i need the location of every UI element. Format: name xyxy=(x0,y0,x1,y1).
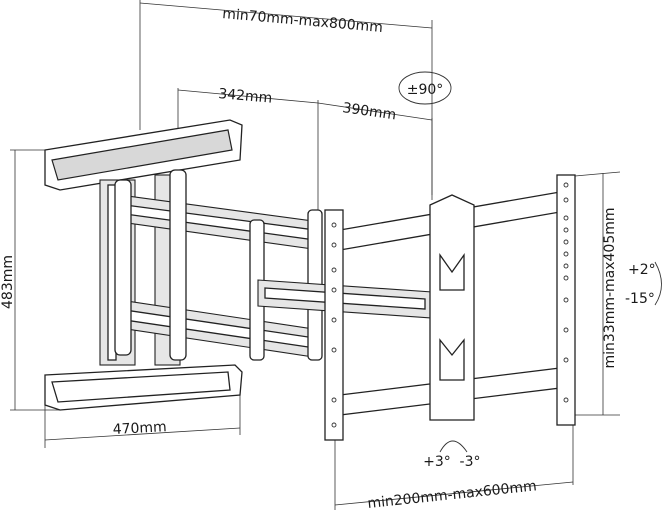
dimension-lines xyxy=(14,2,604,506)
wall-plate-width-label: 470mm xyxy=(112,419,167,438)
rotation-indicator: +3° -3° xyxy=(423,440,481,470)
arms xyxy=(114,169,433,361)
tv-bracket xyxy=(324,174,576,441)
tilt-up-label: +2° xyxy=(628,262,656,278)
wall-plate-height-label: 483mm xyxy=(0,255,16,309)
tilt-down-label: -15° xyxy=(625,291,655,307)
rotate-plus-label: +3° xyxy=(423,454,451,470)
tilt-indicator: +2° -15° xyxy=(625,261,662,307)
arm-outer-label: 390mm xyxy=(341,100,397,123)
extension-label: min70mm-max800mm xyxy=(222,6,384,36)
swivel-label: ±90° xyxy=(407,82,444,98)
arm-inner-label: 342mm xyxy=(218,86,273,107)
rotate-minus-label: -3° xyxy=(460,454,481,470)
wall-plate xyxy=(44,119,243,411)
extension-lines xyxy=(10,0,621,510)
swivel-indicator: ±90° xyxy=(398,71,452,105)
vesa-vertical-label: min33mm-max405mm xyxy=(602,207,618,368)
vesa-horizontal-label: min200mm-max600mm xyxy=(367,478,538,512)
